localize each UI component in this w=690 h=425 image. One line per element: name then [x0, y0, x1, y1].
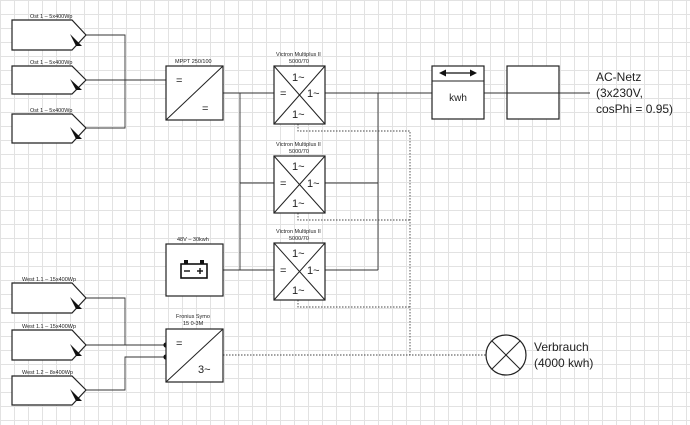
multiplus-title-2: 5000/70	[289, 149, 309, 155]
multiplus-title-2: 5000/70	[289, 236, 309, 242]
multiplus-title-1: Victron Multiplus II	[276, 52, 321, 58]
consumer-label-line-1: Verbrauch	[534, 340, 589, 354]
pv-string-label: Ost 1 – 5x400Wp	[30, 14, 73, 20]
multiplus-title-1: Victron Multiplus II	[276, 229, 321, 235]
multiplus-ac-bottom-symbol: 1~	[292, 285, 305, 297]
pv-string-label: West 1.2 – 8x400Wp	[22, 370, 73, 376]
multiplus-inverter-1: Victron Multiplus II 5000/70 1~ = 1~ 1~	[273, 52, 326, 125]
pv-string-4: West 1.1 – 15x400Wp	[11, 277, 87, 314]
mppt-title: MPPT 250/100	[175, 59, 212, 65]
multiplus-dc-symbol: =	[280, 265, 286, 277]
grid-label-line-1: AC-Netz	[596, 70, 641, 84]
fronius-title-2: 15 0-3M	[183, 321, 204, 327]
multiplus-inverter-3: Victron Multiplus II 5000/70 1~ = 1~ 1~	[273, 229, 326, 301]
multiplus-ac-right-symbol: 1~	[307, 88, 320, 100]
lamp-icon	[485, 334, 527, 376]
multiplus-dc-symbol: =	[280, 178, 286, 190]
fronius-dc-symbol: =	[176, 338, 182, 350]
fronius-ac-symbol: 3~	[198, 364, 211, 376]
pv-string-1: Ost 1 – 5x400Wp	[11, 14, 87, 51]
multiplus-ac-right-symbol: 1~	[307, 178, 320, 190]
battery-title: 48V – 30kwh	[177, 237, 209, 243]
multiplus-ac-top-symbol: 1~	[292, 161, 305, 173]
multiplus-ac-bottom-symbol: 1~	[292, 198, 305, 210]
pv-string-6: West 1.2 – 8x400Wp	[11, 370, 87, 406]
grid-label-line-3: cosPhi = 0.95)	[596, 102, 673, 116]
pv-string-5: West 1.1 – 15x400Wp	[11, 324, 87, 361]
battery: 48V – 30kwh	[165, 237, 224, 297]
pv-string-2: Ost 1 – 5x400Wp	[11, 60, 87, 95]
multiplus-ac-bottom-symbol: 1~	[292, 109, 305, 121]
consumer-label-line-2: (4000 kwh)	[534, 356, 593, 370]
dotted-connections	[223, 124, 486, 356]
pv-string-3: Ost 1 – 5x400Wp	[11, 108, 87, 144]
grid-connection: AC-Netz (3x230V, cosPhi = 0.95)	[506, 65, 673, 120]
mppt-dc-out-symbol: =	[202, 103, 208, 115]
wiring	[86, 34, 590, 391]
battery-icon	[180, 260, 208, 279]
meter-label: kwh	[449, 93, 467, 104]
pv-string-label: Ost 1 – 5x400Wp	[30, 60, 73, 66]
pv-string-label: West 1.1 – 15x400Wp	[22, 324, 76, 330]
fronius-inverter: Fronius Symo 15 0-3M = 3~	[165, 314, 224, 383]
mppt-dc-in-symbol: =	[176, 75, 182, 87]
grid-label-line-2: (3x230V,	[596, 86, 643, 100]
consumer-load: Verbrauch (4000 kwh)	[485, 334, 593, 376]
multiplus-ac-top-symbol: 1~	[292, 248, 305, 260]
multiplus-dc-symbol: =	[280, 88, 286, 100]
multiplus-ac-right-symbol: 1~	[307, 265, 320, 277]
pv-string-label: West 1.1 – 15x400Wp	[22, 277, 76, 283]
multiplus-title-1: Victron Multiplus II	[276, 142, 321, 148]
pv-string-label: Ost 1 – 5x400Wp	[30, 108, 73, 114]
multiplus-inverter-2: Victron Multiplus II 5000/70 1~ = 1~ 1~	[273, 142, 326, 214]
energy-meter: kwh	[431, 65, 485, 120]
multiplus-title-2: 5000/70	[289, 59, 309, 65]
multiplus-ac-top-symbol: 1~	[292, 72, 305, 84]
mppt-charger: MPPT 250/100 = =	[165, 59, 224, 121]
bidirectional-arrow-icon	[439, 69, 477, 77]
fronius-title-1: Fronius Symo	[176, 314, 210, 320]
